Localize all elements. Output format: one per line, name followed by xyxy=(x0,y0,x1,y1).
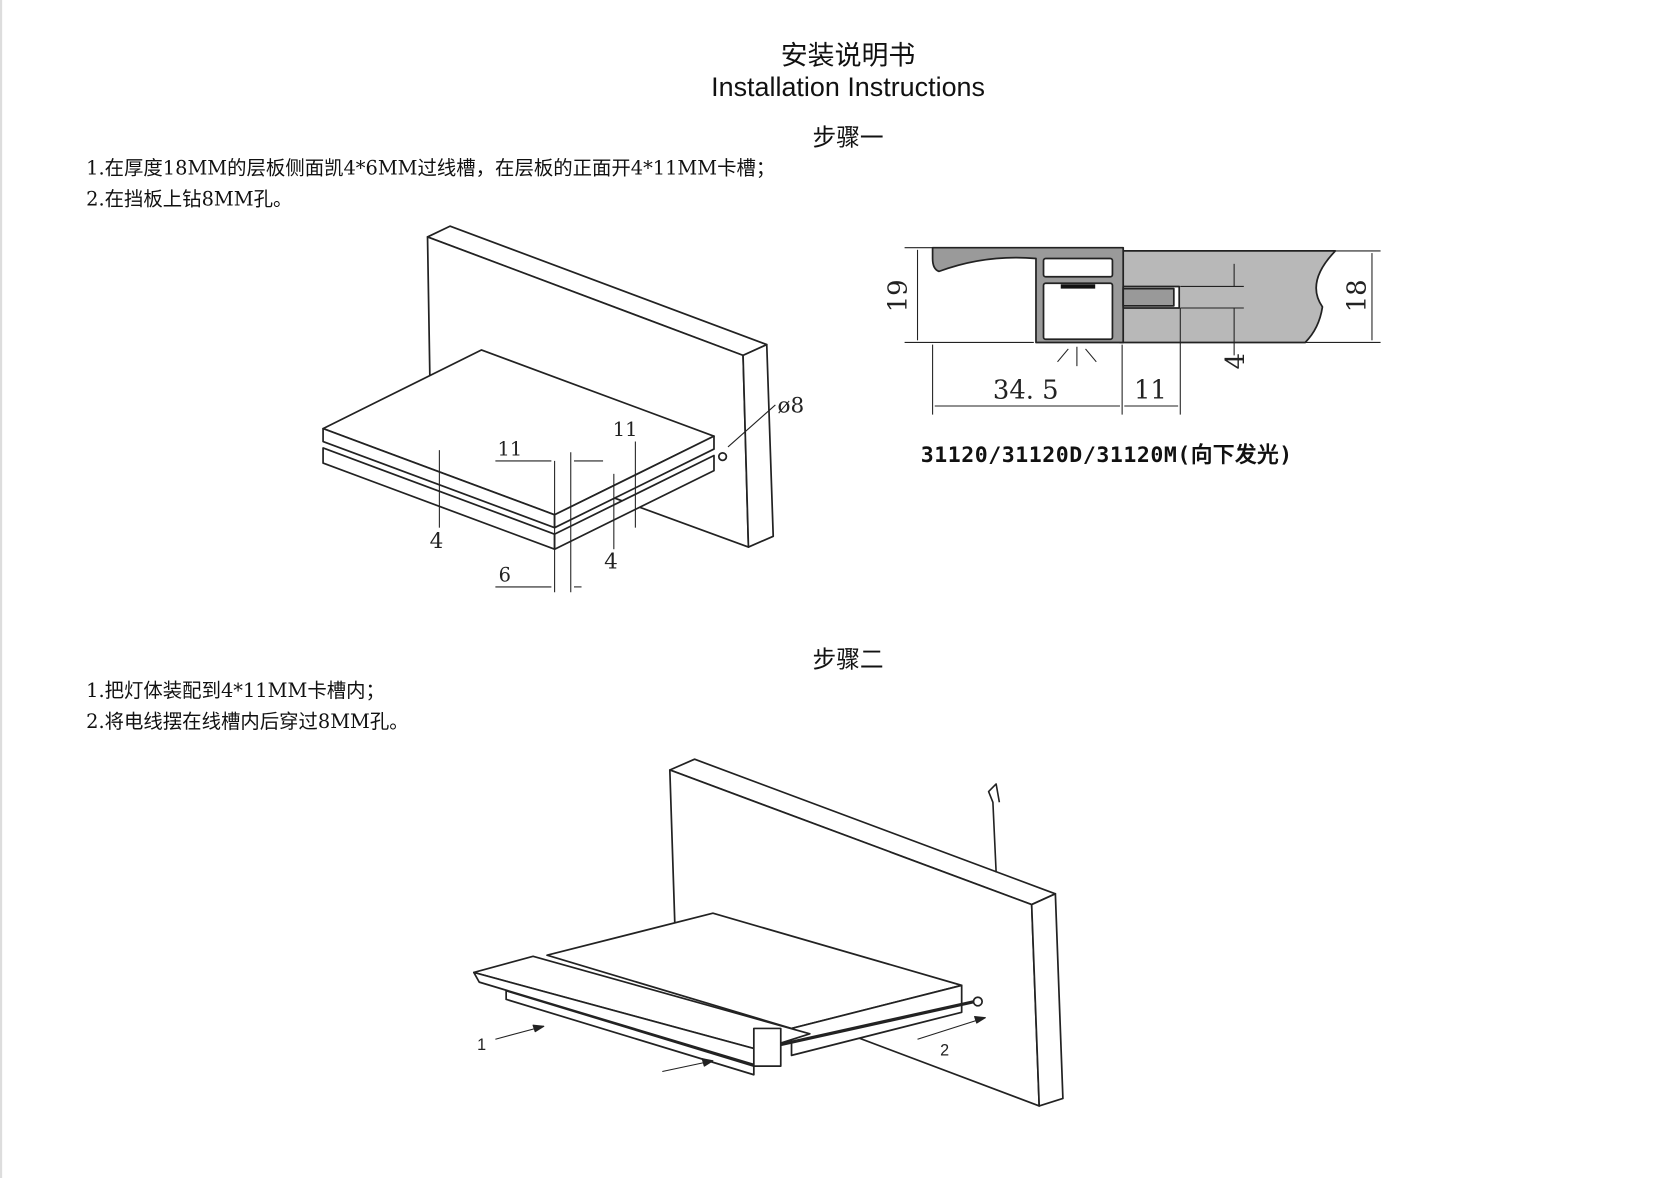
hole-8mm xyxy=(717,451,728,462)
step1-line-2: 2.在挡板上钻8MM孔。 xyxy=(86,188,293,212)
step1-shelf-diagram: ø8 11 11 4 4 6 xyxy=(322,225,805,593)
step2-heading: 步骤二 xyxy=(812,647,884,675)
profile-cross-section: 19 18 4 34. 5 11 xyxy=(884,246,1381,415)
cable-connector xyxy=(987,783,1001,873)
label-11-a: 11 xyxy=(498,438,523,461)
step2-assembly-diagram: 1 2 xyxy=(472,758,1064,1107)
step2-line-2: 2.将电线摆在线槽内后穿过8MM孔。 xyxy=(86,710,409,734)
label-6: 6 xyxy=(499,564,511,587)
dim-11: 11 xyxy=(1134,375,1167,405)
shelf-section xyxy=(1119,250,1337,344)
dim-19: 19 xyxy=(884,279,914,312)
label-4-b: 4 xyxy=(604,550,618,575)
profile-caption: 31120/31120D/31120M(向下发光) xyxy=(920,441,1293,468)
hole xyxy=(972,996,983,1007)
dim-18: 18 xyxy=(1343,279,1373,312)
backboard-side xyxy=(742,343,775,548)
backboard-side xyxy=(1030,892,1064,1107)
title-chinese: 安装说明书 xyxy=(780,39,916,72)
dim-34-5: 34. 5 xyxy=(993,375,1059,405)
step1-line-1: 1.在厚度18MM的层板侧面凯4*6MM过线槽，在层板的正面开4*11MM卡槽； xyxy=(86,157,776,180)
step1-heading: 步骤一 xyxy=(812,124,884,152)
title-english: Installation Instructions xyxy=(711,72,985,103)
dim-4: 4 xyxy=(1221,353,1251,369)
arrow-label-2: 2 xyxy=(940,1041,949,1059)
label-11-b: 11 xyxy=(613,418,638,441)
step2-line-1: 1.把灯体装配到4*11MM卡槽内； xyxy=(86,679,385,703)
label-hole-diameter: ø8 xyxy=(778,393,805,418)
arrow-label-1: 1 xyxy=(477,1036,486,1054)
label-4-a: 4 xyxy=(430,529,444,554)
page-edge xyxy=(0,0,3,1178)
cable xyxy=(780,999,975,1047)
